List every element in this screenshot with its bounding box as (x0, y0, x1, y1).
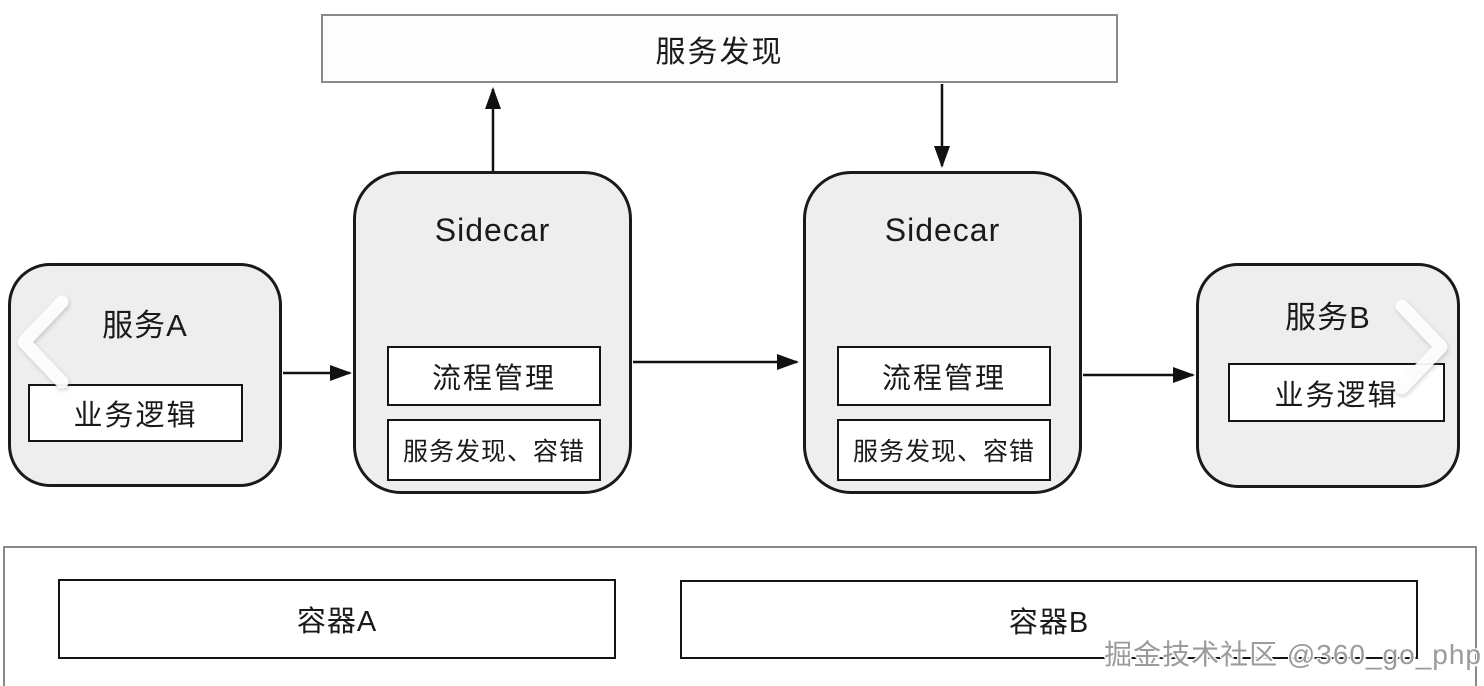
sidecar-right-process-mgmt-box: 流程管理 (837, 346, 1051, 406)
sidecar-left-title: Sidecar (434, 212, 551, 248)
carousel-next-button[interactable] (1390, 294, 1462, 398)
sidecar-left-box: Sidecar 流程管理 服务发现、容错 (353, 171, 632, 494)
sidecar-right-title: Sidecar (884, 212, 1001, 248)
service-a-business-logic-box: 业务逻辑 (28, 384, 243, 442)
service-a-business-logic-label: 业务逻辑 (73, 400, 198, 432)
sidecar-right-discovery-fault-box: 服务发现、容错 (837, 419, 1051, 481)
sidecar-left-discovery-fault-label: 服务发现、容错 (402, 438, 585, 466)
service-a-title: 服务A (102, 308, 188, 343)
service-discovery-box: 服务发现 (321, 14, 1118, 83)
watermark-text: 掘金技术社区 @360_go_php (1104, 639, 1482, 670)
sidecar-left-process-mgmt-box: 流程管理 (387, 346, 601, 406)
chevron-left-icon (17, 295, 69, 389)
container-a-box: 容器A (58, 579, 616, 659)
sidecar-left-process-mgmt-label: 流程管理 (431, 363, 556, 395)
carousel-prev-button[interactable] (8, 290, 80, 394)
sidecar-right-process-mgmt-label: 流程管理 (881, 363, 1006, 395)
sidecar-left-discovery-fault-box: 服务发现、容错 (387, 419, 601, 481)
service-a-box: 服务A 业务逻辑 (8, 263, 282, 487)
service-b-box: 服务B 业务逻辑 (1196, 263, 1460, 488)
container-b-label: 容器B (1008, 606, 1090, 639)
container-b-box: 容器B (680, 580, 1418, 659)
container-a-label: 容器A (296, 606, 378, 638)
sidecar-right-discovery-fault-label: 服务发现、容错 (852, 438, 1035, 466)
service-b-business-logic-label: 业务逻辑 (1274, 379, 1399, 412)
sidecar-right-box: Sidecar 流程管理 服务发现、容错 (803, 171, 1082, 494)
service-b-title: 服务B (1285, 300, 1371, 335)
chevron-right-icon (1395, 299, 1448, 395)
service-discovery-label: 服务发现 (655, 35, 784, 69)
